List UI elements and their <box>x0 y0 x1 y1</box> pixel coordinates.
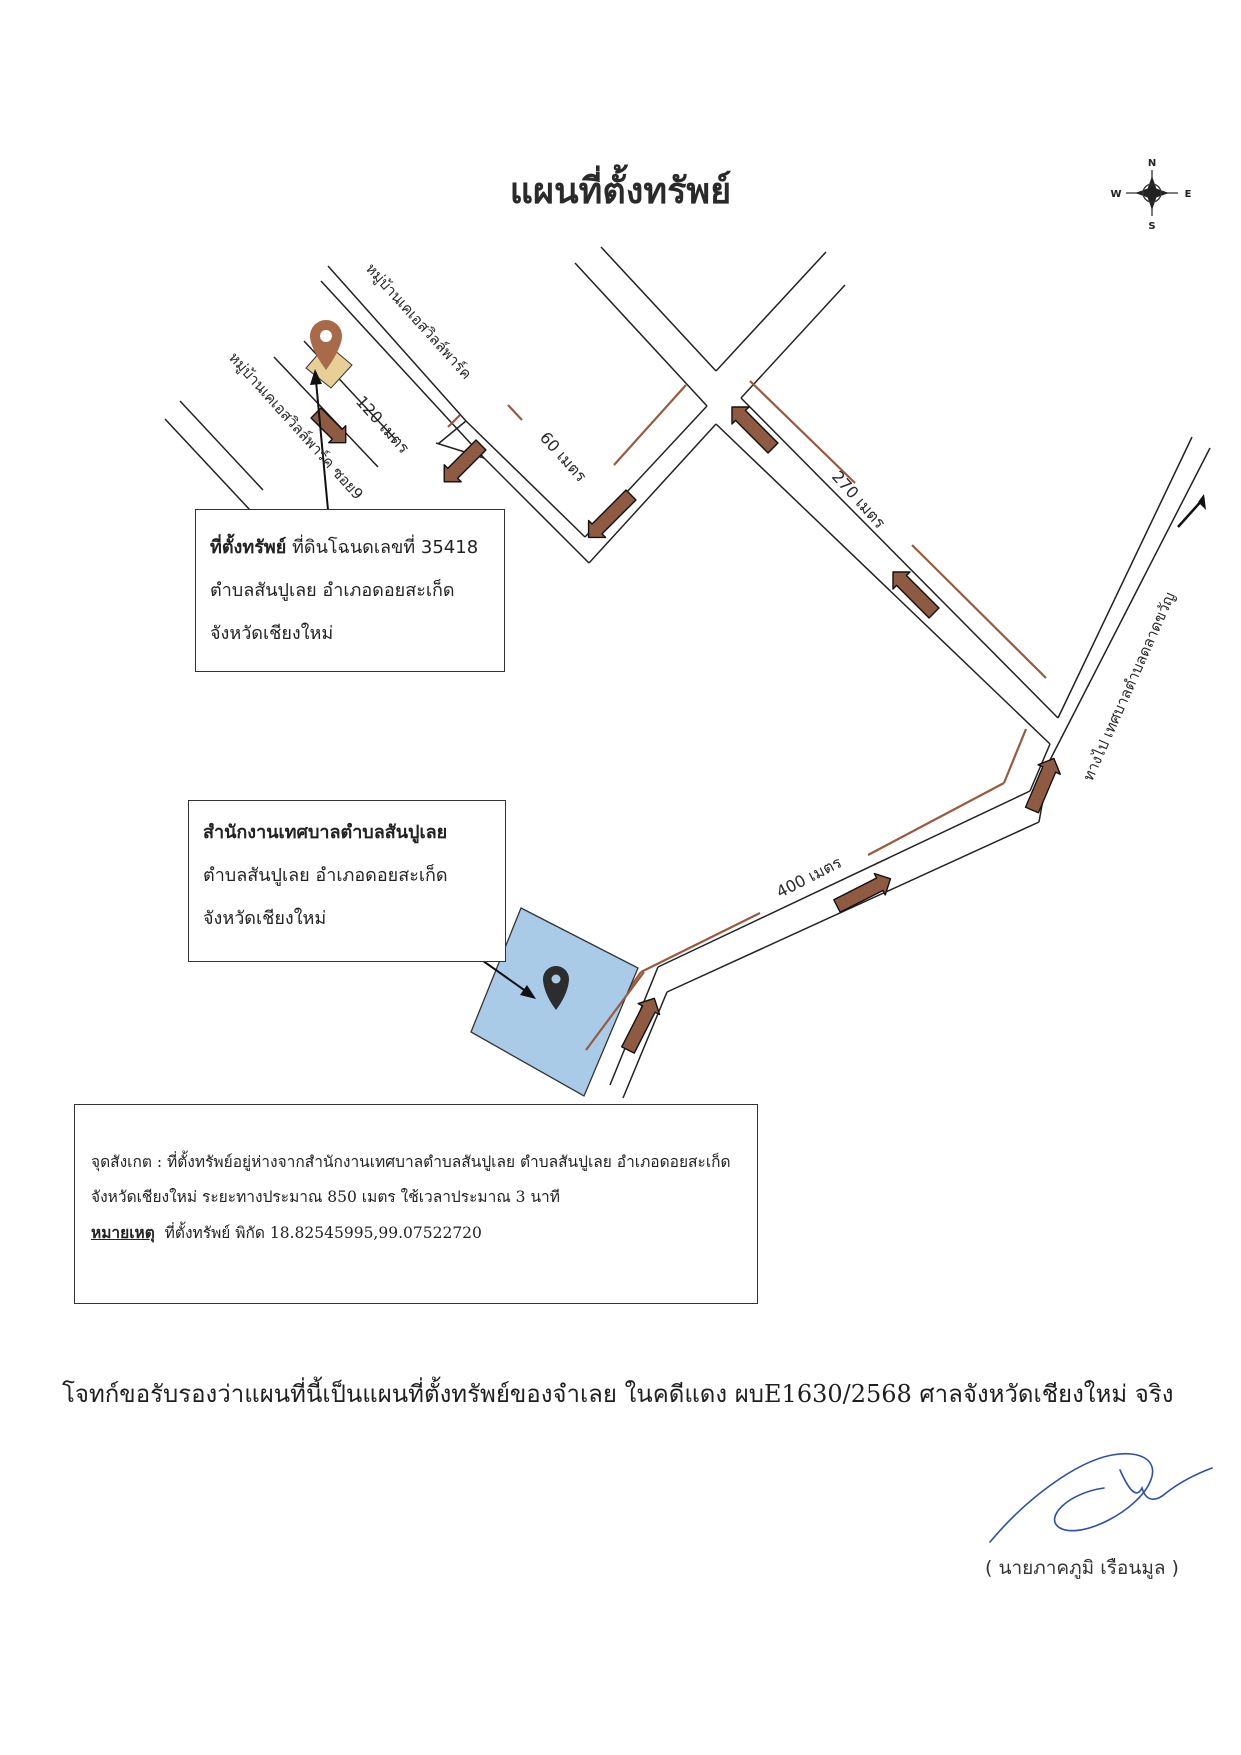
route-arrow <box>443 439 487 483</box>
compass-icon: N S E W <box>1110 158 1191 232</box>
property-province: จังหวัดเชียงใหม่ <box>210 623 334 644</box>
landmark-info-box: จุดสังเกต : ที่ตั้งทรัพย์อยู่ห่างจากสำนั… <box>74 1104 758 1304</box>
property-deed-number: ที่ดินโฉนดเลขที่ 35418 <box>292 537 479 558</box>
property-heading: ที่ตั้งทรัพย์ <box>210 537 287 558</box>
property-leader-arrowhead-icon <box>310 369 322 385</box>
landmark-line2: จังหวัดเชียงใหม่ ระยะทางประมาณ 850 เมตร … <box>91 1188 560 1206</box>
distance-label-120: 120 เมตร <box>352 392 414 458</box>
signer-name: ( นายภาคภูมิ เรือนมูล ) <box>985 1557 1179 1579</box>
note-coordinates: ที่ตั้งทรัพย์ พิกัด 18.82545995,99.07522… <box>164 1224 482 1242</box>
property-location-pin-icon <box>310 320 342 370</box>
property-info-box: ที่ตั้งทรัพย์ ที่ดินโฉนดเลขที่ 35418 ตำบ… <box>195 509 505 672</box>
route-arrow <box>587 489 637 539</box>
compass-south: S <box>1148 221 1155 232</box>
office-info-box: สำนักงานเทศบาลตำบลสันปูเลย ตำบลสันปูเลย … <box>188 800 506 962</box>
direction-arrows <box>310 406 1061 1054</box>
office-heading: สำนักงานเทศบาลตำบลสันปูเลย <box>203 822 448 843</box>
certification-statement: โจทก์ขอรับรองว่าแผนที่นี้เป็นแผนที่ตั้งท… <box>62 1380 1174 1408</box>
route-arrow <box>731 406 779 454</box>
office-province: จังหวัดเชียงใหม่ <box>203 908 327 929</box>
distance-label-60: 60 เมตร <box>536 428 591 486</box>
office-leader-arrowhead-icon <box>520 985 536 999</box>
road-label-to-municipality: ทางไป เทศบาลตำบลดลาดขวัญ <box>1079 589 1179 783</box>
route-arrow <box>833 872 892 913</box>
page-title: แผนที่ตั้งทรัพย์ <box>509 171 732 212</box>
route-arrow <box>892 571 940 619</box>
route-arrow <box>621 997 661 1054</box>
route-arrow <box>1024 757 1061 814</box>
distance-label-400: 400 เมตร <box>773 852 845 901</box>
road-label-village: หมู่บ้านเคเอสวิลล์พาร์ค <box>362 260 476 383</box>
compass-west: W <box>1110 189 1121 200</box>
compass-east: E <box>1185 189 1192 200</box>
property-subdistrict-district: ตำบลสันปูเลย อำเภอดอยสะเก็ด <box>210 580 455 601</box>
office-subdistrict-district: ตำบลสันปูเลย อำเภอดอยสะเก็ด <box>203 865 448 886</box>
landmark-line1: จุดสังเกต : ที่ตั้งทรัพย์อยู่ห่างจากสำนั… <box>91 1153 731 1171</box>
compass-north: N <box>1148 158 1156 169</box>
signature <box>989 1453 1213 1543</box>
property-info-line1: ที่ตั้งทรัพย์ ที่ดินโฉนดเลขที่ 35418 <box>210 526 492 569</box>
distance-label-270: 270 เมตร <box>828 467 890 532</box>
landmark-note: หมายเหตุ ที่ตั้งทรัพย์ พิกัด 18.82545995… <box>91 1215 745 1251</box>
office-location-pin-icon <box>543 966 569 1010</box>
north-arrow-icon <box>1198 494 1206 510</box>
note-label: หมายเหตุ <box>91 1223 155 1242</box>
